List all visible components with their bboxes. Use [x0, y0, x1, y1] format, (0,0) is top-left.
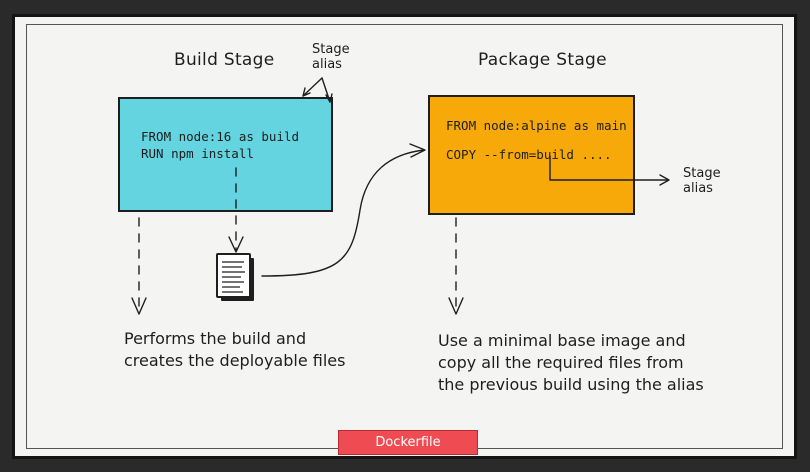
build-note-line-1: Performs the build and	[124, 329, 307, 348]
build-stage-note: Performs the build and creates the deplo…	[124, 328, 345, 372]
build-alias-line-1: Stage	[312, 42, 350, 57]
package-note-line-2: copy all the required files from	[438, 353, 684, 372]
build-alias-arrow-1	[302, 77, 323, 97]
package-alias-arrowhead	[659, 174, 670, 186]
package-stage-alias-label: Stage alias	[683, 166, 721, 196]
build-stage-box: FROM node:16 as build RUN npm install	[118, 97, 333, 212]
package-alias-arrow	[549, 155, 669, 181]
build-alias-line-2: alias	[312, 57, 342, 72]
package-down-arrowhead	[448, 297, 464, 315]
package-stage-note: Use a minimal base image and copy all th…	[438, 330, 704, 396]
package-alias-line-1: Stage	[683, 166, 721, 181]
document-stack-icon	[216, 253, 254, 301]
package-stage-title: Package Stage	[478, 50, 607, 70]
package-stage-box: FROM node:alpine as main COPY --from=bui…	[428, 95, 635, 215]
build-code-line-2: RUN npm install	[141, 146, 254, 161]
build-alias-arrow-2	[321, 77, 331, 103]
build-note-line-2: creates the deployable files	[124, 351, 346, 370]
build-down-arrowhead	[131, 297, 147, 315]
build-stage-title: Build Stage	[174, 50, 275, 70]
build-alias-arrowhead-2	[325, 93, 333, 103]
package-note-line-3: the previous build using the alias	[438, 375, 704, 394]
artifact-to-package-arrowhead	[409, 143, 426, 158]
diagram-canvas	[12, 14, 797, 459]
package-alias-line-2: alias	[683, 181, 713, 196]
package-code-line-1: FROM node:alpine as main	[446, 118, 627, 133]
package-note-line-1: Use a minimal base image and	[438, 331, 686, 350]
artifact-to-package-arrow	[261, 149, 425, 277]
package-code-line-2: COPY --from=build ....	[446, 147, 612, 162]
build-code-line-1: FROM node:16 as build	[141, 129, 300, 144]
build-to-artifact-arrowhead	[228, 236, 244, 253]
dockerfile-badge: Dockerfile	[338, 430, 478, 455]
build-stage-alias-label: Stage alias	[312, 42, 350, 72]
build-alias-arrowhead-1	[302, 87, 311, 97]
